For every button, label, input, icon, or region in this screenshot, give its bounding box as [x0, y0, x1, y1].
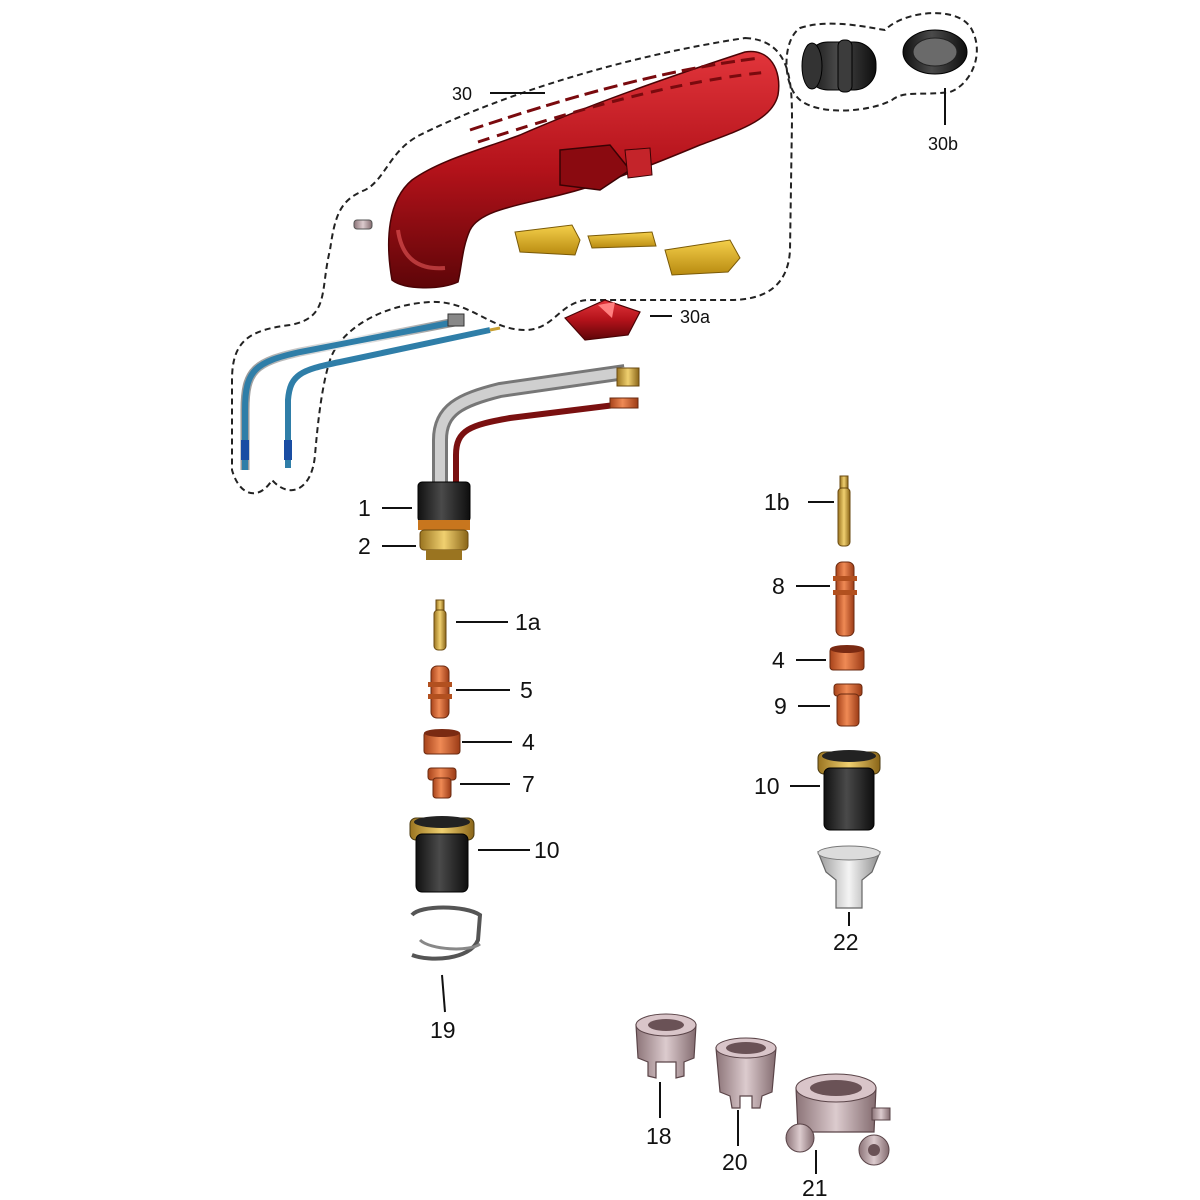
connector-30b [801, 39, 877, 93]
label-18: 18 [646, 1123, 672, 1149]
group-30-dashed-outline [231, 36, 794, 495]
swirl-ring-5 [428, 665, 452, 719]
label-22: 22 [833, 929, 859, 955]
label-7: 7 [522, 771, 535, 797]
label-8: 8 [772, 573, 785, 599]
standoff-guide-20 [715, 1037, 777, 1109]
label-30b: 30b [928, 134, 958, 154]
label-4-right: 4 [772, 647, 785, 673]
label-30a: 30a [680, 307, 711, 327]
standoff-guide-18 [635, 1013, 697, 1079]
callout-labels: 30 30a 30b 1 2 1a 5 4 7 10 19 1b 8 4 9 1… [358, 84, 958, 1200]
label-1b: 1b [764, 489, 790, 515]
shield-cup-10-right [817, 750, 881, 831]
label-20: 20 [722, 1149, 748, 1175]
trigger-insert-30a [564, 299, 641, 341]
shield-cup-10-left [409, 816, 475, 893]
trigger-parts [514, 224, 741, 276]
spring-clip-19 [410, 905, 483, 961]
deflector-22 [817, 845, 881, 909]
label-30: 30 [452, 84, 472, 104]
electrode-1a [433, 599, 447, 651]
swirl-ring-8 [833, 561, 857, 637]
insulator-4-right [829, 645, 865, 671]
screw-part [353, 219, 373, 230]
label-2: 2 [358, 533, 371, 559]
knurled-nut-30b [902, 29, 968, 75]
label-10-left: 10 [534, 837, 560, 863]
insulator-4-left [423, 729, 461, 755]
label-19: 19 [430, 1017, 456, 1043]
leader-lines [382, 88, 946, 1174]
label-5: 5 [520, 677, 533, 703]
nozzle-9 [833, 683, 863, 727]
label-1: 1 [358, 495, 371, 521]
label-4-left: 4 [522, 729, 535, 755]
nozzle-7 [427, 767, 457, 799]
blue-cables [240, 313, 501, 470]
circle-guide-21 [785, 1073, 891, 1166]
electrode-1b [837, 475, 851, 547]
torch-head-assembly [417, 364, 640, 560]
label-10-right: 10 [754, 773, 780, 799]
group-30b-dashed-outline [785, 12, 978, 112]
label-9: 9 [774, 693, 787, 719]
label-1a: 1a [515, 609, 541, 635]
torch-handle [387, 50, 780, 289]
label-21: 21 [802, 1175, 828, 1200]
